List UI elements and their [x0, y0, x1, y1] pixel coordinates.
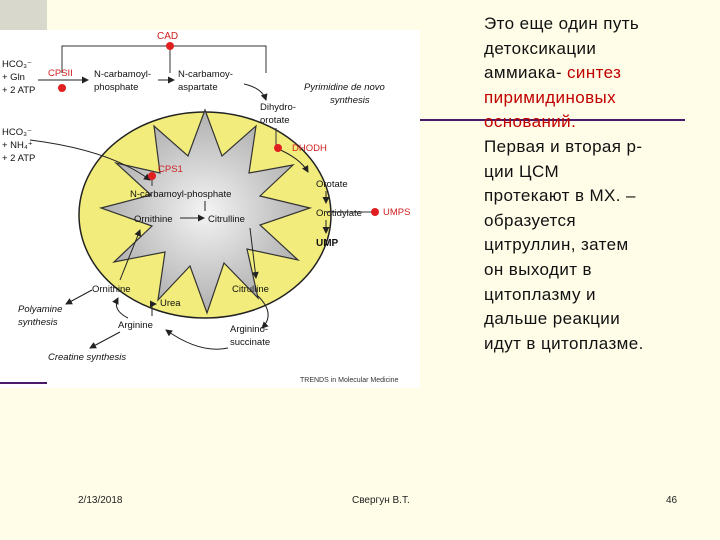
cad-enzyme-dot	[166, 42, 174, 50]
slide-text-segment: дальше реакции	[484, 309, 621, 329]
cpsii-label: CPSII	[48, 68, 73, 79]
svg-text:HCO₃⁻: HCO₃⁻	[2, 127, 32, 138]
corner-decoration	[0, 0, 47, 34]
svg-text:aspartate: aspartate	[178, 82, 218, 93]
ump-label: UMP	[316, 238, 339, 249]
citrulline-mito-label: Citrulline	[208, 214, 245, 225]
arginine-label: Arginine	[118, 320, 153, 331]
slide-text-segment: образуется	[484, 210, 577, 230]
mitochondrial-matrix	[98, 108, 313, 315]
pyrimidine-pathway-label: Pyrimidine de novo synthesis	[304, 82, 385, 106]
figure-credit: TRENDS in Molecular Medicine	[300, 377, 399, 384]
slide-text-segment: цитоплазму и	[484, 284, 596, 304]
svg-text:N-carbamoyl-: N-carbamoyl-	[94, 69, 151, 80]
pathway-diagram: HCO₃⁻ + Gln + 2 ATP HCO₃⁻ + NH₄⁺ + 2 ATP…	[2, 31, 410, 384]
title-rule	[420, 119, 685, 121]
svg-text:N-carbamoy-: N-carbamoy-	[178, 69, 233, 80]
slide-text-segment: он выходит в	[484, 259, 592, 279]
footer-date: 2/13/2018	[78, 495, 123, 506]
urea-pyrimidine-figure: HCO₃⁻ + Gln + 2 ATP HCO₃⁻ + NH₄⁺ + 2 ATP…	[0, 30, 420, 388]
slide-text-line: цитруллин, затем	[484, 233, 699, 258]
dihydroorotate-label: Dihydro- orotate	[260, 102, 296, 126]
creatine-pathway-label: Creatine synthesis	[48, 352, 126, 363]
substrates-mid: HCO₃⁻ + NH₄⁺ + 2 ATP	[2, 127, 35, 164]
svg-text:Pyrimidine de novo: Pyrimidine de novo	[304, 82, 385, 93]
slide-text-segment: аммиака-	[484, 63, 568, 83]
slide-text-line: пиримидиновых	[484, 86, 699, 111]
ncp-mito-label: N-carbamoyl-phosphate	[130, 189, 231, 200]
svg-text:HCO₃⁻: HCO₃⁻	[2, 59, 32, 70]
svg-text:Argininо-: Argininо-	[230, 324, 268, 335]
citrulline-cyto-label: Citrulline	[232, 284, 269, 295]
slide-text-line: он выходит в	[484, 258, 699, 283]
slide-body-text: Это еще один путь детоксикации аммиака- си…	[484, 12, 699, 356]
svg-text:synthesis: synthesis	[330, 95, 370, 106]
dhodh-label: DHODH	[292, 143, 327, 154]
cad-label: CAD	[157, 31, 178, 42]
slide-text-segment: пиримидиновых	[484, 87, 617, 107]
dhodh-enzyme-dot	[274, 144, 282, 152]
svg-text:orotate: orotate	[260, 115, 290, 126]
slide-text-line: идут в цитоплазме.	[484, 332, 699, 357]
slide-text-segment: Первая и вторая р-	[484, 136, 643, 156]
slide-text-line: Это еще один путь	[484, 12, 699, 37]
slide-text-segment: цитруллин, затем	[484, 235, 629, 255]
orotidylate-label: Orotidylate	[316, 208, 362, 219]
slide-text-line: Первая и вторая р-	[484, 135, 699, 160]
footer-author: Свергун В.Т.	[352, 495, 410, 506]
cps1-label: CPS1	[158, 164, 183, 175]
slide-text-line: цитоплазму и	[484, 283, 699, 308]
slide-text-segment: Это еще один путь	[484, 14, 640, 33]
svg-text:Dihydro-: Dihydro-	[260, 102, 296, 113]
nca-label: N-carbamoy- aspartate	[178, 69, 233, 93]
svg-text:succinate: succinate	[230, 337, 270, 348]
polyamine-pathway-label: Polyamine synthesis	[18, 304, 62, 328]
slide-text-segment: протекают в МХ. –	[484, 186, 636, 206]
slide-text-segment: оснований.	[484, 112, 577, 132]
svg-text:Polyamine: Polyamine	[18, 304, 62, 315]
slide-text-line: образуется	[484, 209, 699, 234]
ornithine-cyto-label: Ornithine	[92, 284, 131, 295]
slide-text-line: протекают в МХ. –	[484, 184, 699, 209]
slide-text-line: ции ЦСМ	[484, 160, 699, 185]
slide-text-segment: синтез	[567, 63, 622, 83]
cpsii-enzyme-dot	[58, 84, 66, 92]
slide-text-line: аммиака- синтез	[484, 61, 699, 86]
slide-text-line: детоксикации	[484, 37, 699, 62]
svg-text:synthesis: synthesis	[18, 317, 58, 328]
ornithine-mito-label: Ornithine	[134, 214, 173, 225]
svg-text:+ 2 ATP: + 2 ATP	[2, 153, 35, 164]
slide-text-line: оснований.	[484, 110, 699, 135]
svg-text:+ 2 ATP: + 2 ATP	[2, 85, 35, 96]
svg-text:phosphate: phosphate	[94, 82, 138, 93]
svg-text:+ Gln: + Gln	[2, 72, 25, 83]
umps-enzyme-dot	[371, 208, 379, 216]
slide-text-line: дальше реакции	[484, 307, 699, 332]
slide-text-segment: идут в цитоплазме.	[484, 333, 644, 353]
left-rule	[0, 382, 47, 384]
slide-text-segment: детоксикации	[484, 38, 597, 58]
umps-label: UMPS	[383, 207, 410, 218]
orotate-label: Orotate	[316, 179, 348, 190]
ncp-top-label: N-carbamoyl- phosphate	[94, 69, 151, 93]
cps1-enzyme-dot	[148, 172, 156, 180]
footer-page-number: 46	[666, 495, 678, 506]
substrates-top: HCO₃⁻ + Gln + 2 ATP	[2, 59, 35, 96]
urea-label: Urea	[160, 298, 181, 309]
argininosuccinate-label: Argininо- succinate	[230, 324, 270, 348]
slide-text-segment: ции ЦСМ	[484, 161, 560, 181]
svg-text:+ NH₄⁺: + NH₄⁺	[2, 140, 33, 151]
